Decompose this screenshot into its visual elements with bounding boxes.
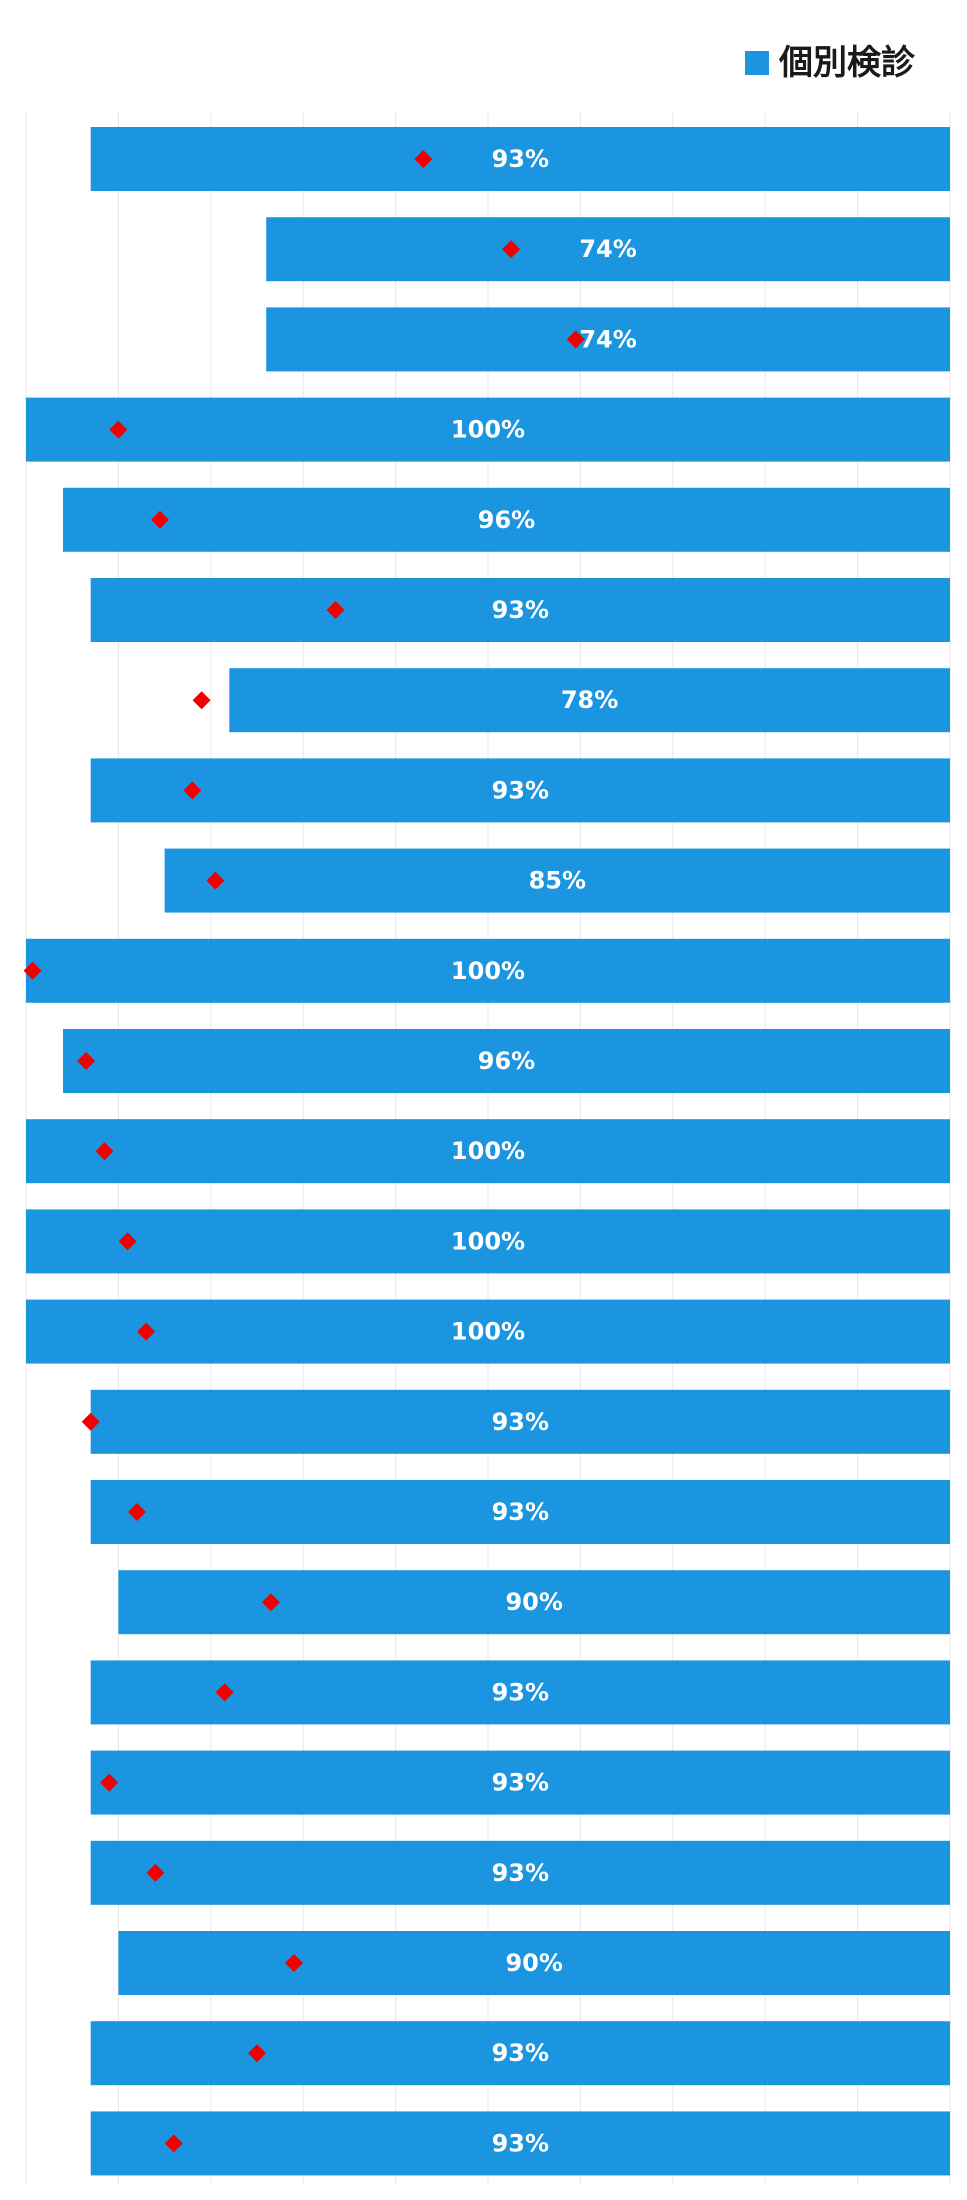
bar: [118, 1931, 950, 1995]
bars: [26, 127, 951, 2176]
bar: [26, 1119, 950, 1184]
bar: [266, 217, 950, 282]
bar-data-label: 100%: [451, 1318, 525, 1346]
diamond-marker: [109, 420, 128, 439]
diamond-marker: [81, 1412, 100, 1431]
diamond-marker: [206, 871, 225, 890]
diamond-marker: [23, 961, 42, 980]
legend: 個別検診: [745, 46, 915, 80]
bar: [26, 1299, 950, 1364]
legend-label: 個別検診: [779, 43, 915, 83]
bar-data-label: 96%: [478, 506, 535, 534]
bar-data-label: 100%: [451, 1137, 525, 1165]
bar: [90, 1480, 950, 1544]
diamond-marker: [215, 1683, 234, 1702]
bar-data-label: 90%: [505, 1588, 562, 1616]
bar-data-label: 96%: [478, 1047, 535, 1075]
bar: [90, 127, 950, 191]
bar-data-label: 93%: [492, 1769, 549, 1797]
bar: [63, 1029, 950, 1093]
diamond-marker: [151, 510, 169, 529]
bar: [90, 2021, 950, 2086]
bar: [90, 1750, 950, 1815]
diamond-marker: [95, 1142, 114, 1161]
diamond-marker: [100, 1773, 119, 1792]
diamond-marker: [127, 1503, 146, 1521]
bar-data-label: 93%: [492, 2039, 549, 2067]
diamond-marker: [183, 781, 202, 800]
bar: [90, 1660, 950, 1725]
diamond-marker: [261, 1593, 280, 1612]
bar: [164, 848, 951, 913]
bar-data-label: 100%: [451, 1227, 525, 1255]
bar: [26, 938, 950, 1003]
bar-data-label: 93%: [492, 1859, 549, 1887]
bar: [229, 668, 951, 733]
bar-data-label: 93%: [492, 776, 549, 804]
diamond-marker: [137, 1322, 156, 1341]
bar-labels: 93% 74% 74% 100% 96% 93% 78% 93% 85% 100% 96% 100% 1…: [451, 145, 637, 2157]
diamond-marker: [77, 1052, 96, 1070]
diamond-marker: [502, 240, 521, 259]
bar: [90, 1389, 950, 1454]
bar-data-label: 100%: [451, 416, 525, 444]
diamond-marker: [326, 601, 345, 619]
diamond-marker: [566, 330, 585, 349]
bar: [26, 1209, 950, 1274]
bar-data-label: 93%: [492, 596, 549, 624]
bar-data-label: 85%: [529, 867, 586, 895]
bar-data-label: 93%: [492, 1498, 549, 1526]
bar: [90, 1840, 950, 1905]
bar-data-label: 78%: [561, 686, 618, 714]
markers: [23, 150, 585, 2153]
bar-data-label: 93%: [492, 1408, 549, 1436]
bar: [90, 758, 950, 823]
bar-data-label: 74%: [579, 325, 636, 353]
bar: [118, 1570, 950, 1635]
bar: [90, 578, 950, 642]
diamond-marker: [248, 2044, 266, 2063]
diamond-marker: [414, 150, 433, 168]
bar-data-label: 100%: [451, 957, 525, 985]
bar: [26, 397, 950, 462]
diamond-marker: [192, 691, 211, 710]
bar: [266, 307, 950, 372]
diamond-marker: [285, 1954, 303, 1972]
bar-data-label: 74%: [579, 235, 636, 263]
legend-swatch: [745, 51, 769, 75]
diamond-marker: [118, 1232, 137, 1251]
bar: [90, 2111, 950, 2176]
diamond-marker: [146, 1863, 165, 1882]
bar-data-label: 93%: [492, 2129, 549, 2157]
bar-data-label: 93%: [492, 1678, 549, 1706]
bar-data-label: 90%: [505, 1949, 562, 1977]
diamond-marker: [164, 2134, 183, 2153]
bar-data-label: 93%: [492, 145, 549, 173]
bar: [63, 487, 950, 552]
